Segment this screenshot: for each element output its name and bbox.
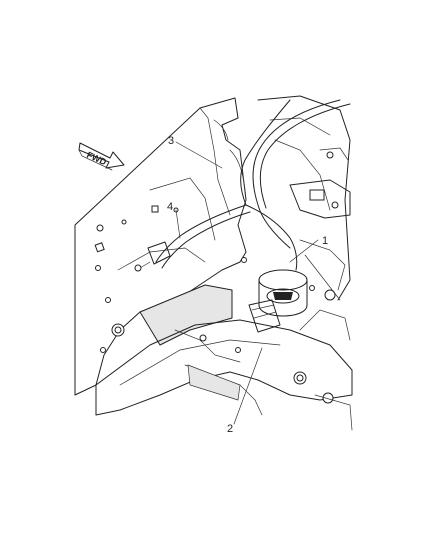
callout-2: 2 [227, 423, 233, 435]
callout-1: 1 [322, 235, 328, 247]
leader-lines [175, 141, 319, 425]
cable-connector [134, 241, 247, 272]
forward-arrow-icon: FWD [78, 142, 125, 171]
engine-compartment-hardware [257, 95, 351, 301]
cable-harness [155, 99, 351, 271]
callout-4: 4 [167, 201, 173, 213]
firewall-panel [74, 97, 247, 396]
callout-3: 3 [168, 135, 174, 147]
forward-arrow-label: FWD [85, 150, 108, 168]
control-module [248, 269, 308, 333]
lower-cowl-structure [95, 284, 353, 431]
